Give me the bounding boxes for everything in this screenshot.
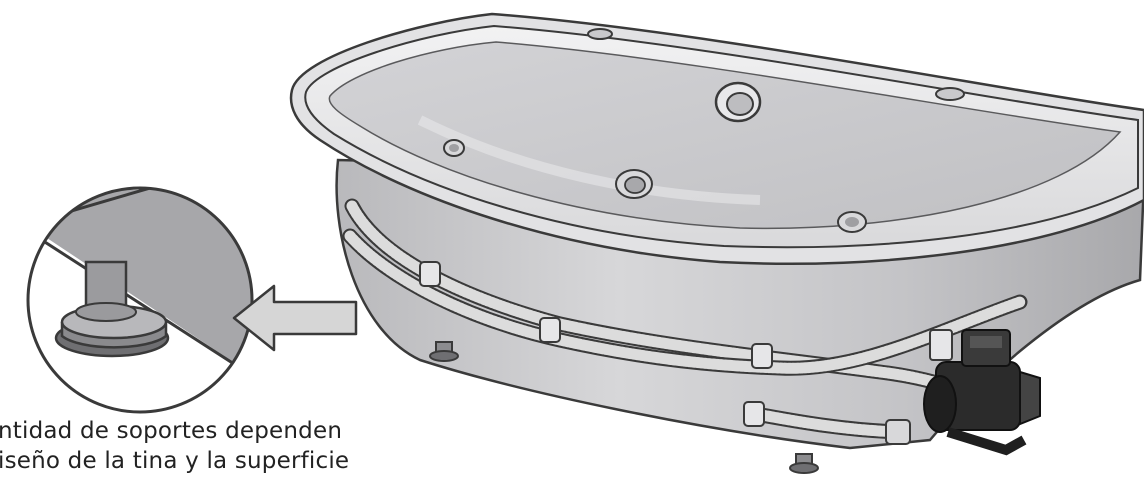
- jet-nozzle: [714, 81, 762, 123]
- jet-nozzle: [837, 211, 867, 233]
- caption-line-1: ntidad de soportes dependen: [0, 418, 343, 444]
- left-arrow-icon: [232, 284, 358, 352]
- caption-line-2: iseño de la tina y la superficie: [0, 448, 350, 474]
- caption-text: ntidad de soportes dependen iseño de la …: [0, 416, 418, 476]
- hose-coupling: [419, 261, 953, 445]
- jet-nozzle: [615, 169, 653, 199]
- jet-nozzle: [443, 139, 465, 157]
- air-control-knob: [587, 28, 613, 40]
- tub-foot: [789, 453, 819, 474]
- whirlpool-bathtub-icon: [289, 12, 1144, 474]
- tub-foot: [429, 341, 459, 362]
- air-control-knob: [935, 87, 965, 101]
- support-foot-detail-icon: [26, 186, 254, 414]
- pump-motor-icon: [923, 329, 1041, 456]
